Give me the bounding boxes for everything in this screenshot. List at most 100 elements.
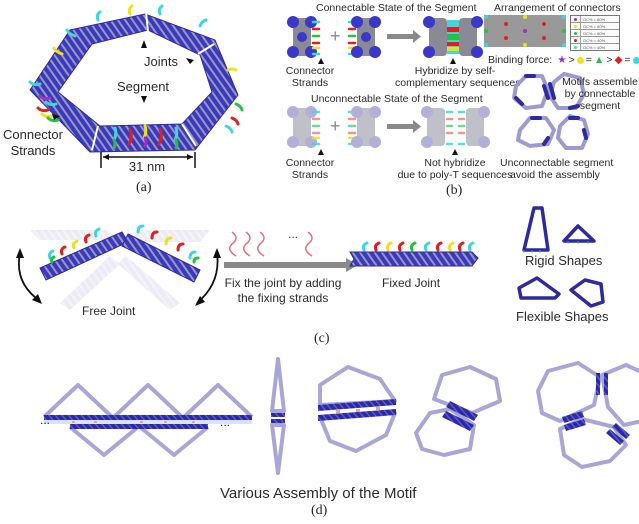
scale-label: 31 nm xyxy=(128,159,166,174)
segment-right xyxy=(121,233,201,283)
legend-swatch xyxy=(574,24,577,28)
legend-swatch xyxy=(574,38,577,42)
unconnectable-connector-label: Connector Strands xyxy=(280,157,340,181)
hybridize-line1: Hybridize by self- xyxy=(414,65,496,77)
connector-marker xyxy=(52,114,60,120)
rigid-triangle-wide xyxy=(562,224,596,243)
binding-op: = xyxy=(585,54,592,66)
arrangement-title: Arrangement of connectors xyxy=(494,2,621,14)
motif-ring xyxy=(548,72,586,110)
connector-line2: Strands xyxy=(291,169,329,181)
rigid-shapes-label: Rigid Shapes xyxy=(525,253,603,268)
motifs-line2: by connectable xyxy=(564,88,636,100)
connectable-title: Connectable State of the Segment xyxy=(316,2,477,14)
legend-text: GC% = 60% xyxy=(583,23,606,29)
diamond-icon: ◆ xyxy=(614,54,623,66)
unconnectable-title: Unconnectable State of the Segment xyxy=(311,93,483,105)
joint-marker xyxy=(186,58,194,64)
motifs-line3: segment xyxy=(579,100,621,112)
joint-gap xyxy=(181,123,197,147)
not-hybridize-line1: Not hybridize xyxy=(424,157,486,169)
free-joint-label: Free Joint xyxy=(82,304,136,318)
joint-gap xyxy=(91,125,99,151)
binding-force-row: Binding force: ★ > = ▲ > ◆ = xyxy=(488,54,639,66)
plus-sign: + xyxy=(330,116,341,136)
vertical-diamond-assembly xyxy=(270,357,286,475)
triangle-icon: ▲ xyxy=(593,54,605,66)
flexible-pentagon xyxy=(569,278,605,308)
chain-ellipsis-left: ... xyxy=(40,413,51,427)
faded-segment xyxy=(130,230,210,242)
motifs-line1: Motifs assemble xyxy=(562,76,638,88)
hexagon-ring xyxy=(29,13,239,153)
faded-segment xyxy=(60,256,120,310)
right-arrow-icon xyxy=(387,30,421,43)
connector-label-line1: Connector xyxy=(3,127,63,142)
panel-b-label: (b) xyxy=(446,183,463,198)
rigid-shapes xyxy=(522,206,596,253)
hybridized-segments xyxy=(423,16,483,58)
binding-op: > xyxy=(606,54,613,66)
legend-row: GC% = 40% xyxy=(571,44,619,50)
plus-sign: + xyxy=(330,26,341,46)
scale-bar xyxy=(100,152,196,168)
unconnectable-seg-line1: Unconnectable segment xyxy=(500,157,614,169)
process-arrow-shaft xyxy=(224,262,348,268)
unconnectable-seg-line2: avoid the assembly xyxy=(510,169,600,181)
hybridize-line2: complementary sequences xyxy=(395,77,521,89)
long-bar-assembly xyxy=(318,365,397,453)
legend-text: GC% = 40% xyxy=(583,37,606,43)
legend-text: GC% = 80% xyxy=(583,16,606,22)
unconnectable-segment-label: Unconnectable segment avoid the assembly xyxy=(500,157,614,181)
faded-segment xyxy=(118,256,180,310)
motif-assemblies xyxy=(42,357,639,475)
connectable-connector-label: Connector Strands xyxy=(280,65,340,89)
rotation-arrow-right xyxy=(195,248,221,306)
connector-marker xyxy=(318,58,324,64)
panel-d-label: (d) xyxy=(311,503,328,518)
fixing-strands xyxy=(229,231,313,257)
free-joint-illustration xyxy=(16,224,221,310)
triangle-chain-assembly xyxy=(42,383,254,457)
not-hybridize-marker xyxy=(452,149,458,155)
connector-label-line2: Strands xyxy=(10,143,56,158)
flexible-quad xyxy=(517,276,561,300)
hybridize-label: Hybridize by self- complementary sequenc… xyxy=(395,65,521,89)
three-ring-assembly xyxy=(536,361,639,469)
legend-row: GC% = 60% xyxy=(571,30,619,37)
motif-ring xyxy=(516,116,556,148)
legend-row: GC% = 60% xyxy=(571,23,619,30)
joint-gap xyxy=(197,43,215,55)
connector-line2: Strands xyxy=(291,77,329,89)
panel-a-label: (a) xyxy=(136,180,152,195)
fix-line2: the fixing strands xyxy=(237,291,329,305)
rotation-arrow-left xyxy=(16,248,42,304)
not-hybridize-line2: due to poly-T sequences xyxy=(397,169,513,181)
connectable-illustration: + xyxy=(287,16,483,64)
legend-row: GC% = 80% xyxy=(571,16,619,23)
legend-swatch xyxy=(574,31,577,35)
star-icon: ★ xyxy=(557,54,567,66)
not-hybridize-label: Not hybridize due to poly-T sequences xyxy=(395,157,515,181)
legend-text: GC% = 40% xyxy=(583,44,606,50)
chain-ellipsis-right: ... xyxy=(220,415,231,429)
circle-icon xyxy=(576,56,584,64)
connector-arrangement-diagram xyxy=(484,15,566,47)
fix-joint-label: Fix the joint by adding the fixing stran… xyxy=(218,276,348,306)
connector-strands xyxy=(28,4,244,150)
joints-label: Joints xyxy=(144,54,178,69)
legend-text: GC% = 60% xyxy=(583,30,606,36)
fixing-ellipsis: ... xyxy=(288,227,299,241)
motifs-assemble-label: Motifs assemble by connectable segment xyxy=(560,76,639,112)
binding-force-label: Binding force: xyxy=(488,54,553,66)
flexible-shapes xyxy=(517,276,605,308)
panel-c-label: (c) xyxy=(314,331,330,346)
right-arrow-icon xyxy=(387,120,421,133)
legend-swatch xyxy=(574,17,577,21)
connector-line1: Connector xyxy=(285,65,335,77)
binding-op: > xyxy=(568,54,575,66)
segment-marker xyxy=(141,96,147,103)
joint-gap xyxy=(145,11,149,33)
short-bar-assembly xyxy=(414,365,502,457)
flexible-shapes-label: Flexible Shapes xyxy=(516,309,609,324)
